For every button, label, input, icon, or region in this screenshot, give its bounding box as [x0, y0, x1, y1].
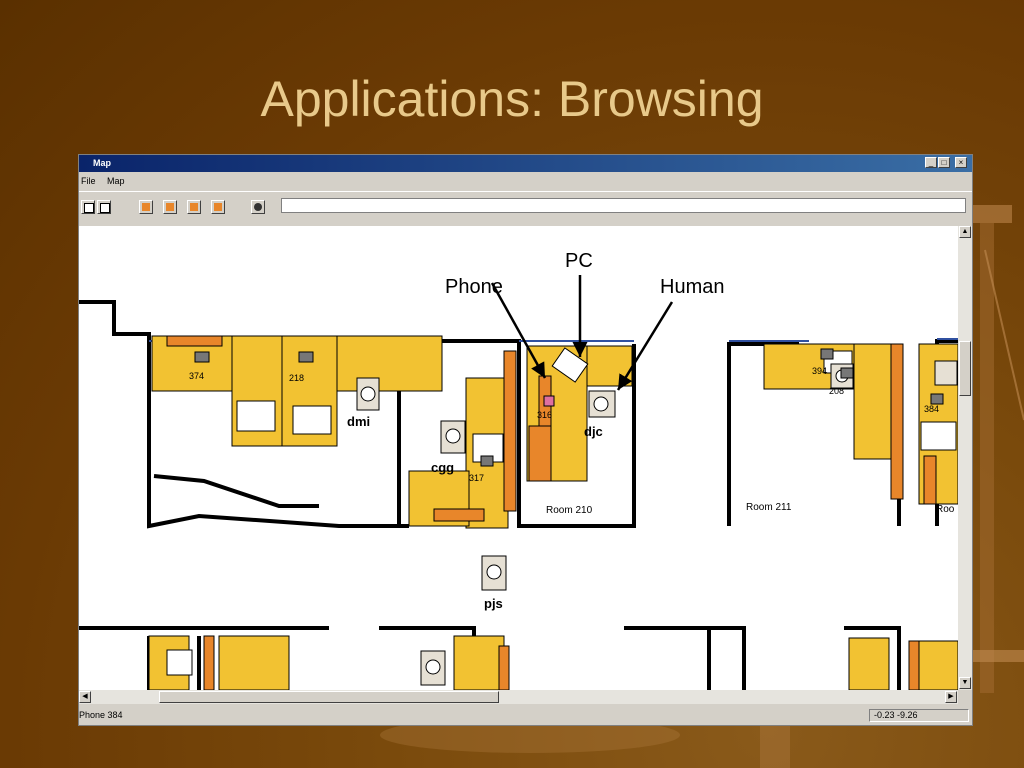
page-icon[interactable] — [81, 200, 95, 214]
scroll-right-icon[interactable]: ▶ — [945, 691, 957, 703]
room-label-partial: Roo — [936, 504, 955, 515]
map-window: Map _ □ × File Map — [78, 154, 973, 726]
desk-label-374: 374 — [189, 371, 204, 381]
desk-label-317: 317 — [469, 473, 484, 483]
toolbar — [79, 191, 972, 224]
scroll-down-icon[interactable]: ▼ — [959, 677, 971, 689]
desk-label-316: 316 — [537, 410, 552, 420]
floor-plan-map[interactable]: 374 218 316 317 394 208 384 dmi cgg djc … — [79, 226, 958, 690]
status-coordinates: -0.23 -9.26 — [869, 709, 969, 722]
folder-icon[interactable] — [139, 200, 153, 214]
vertical-scroll-thumb[interactable] — [959, 341, 971, 396]
window-title: Map — [93, 158, 111, 168]
folder-icon[interactable] — [187, 200, 201, 214]
blank-page-icon[interactable] — [97, 200, 111, 214]
horizontal-scrollbar[interactable]: ◀ ▶ — [79, 690, 958, 704]
phone-pink — [543, 395, 555, 407]
annotation-phone-label: Phone — [445, 276, 503, 298]
desk-label-218: 218 — [289, 373, 304, 383]
close-button[interactable]: × — [955, 157, 967, 168]
vertical-scrollbar[interactable]: ▲ ▼ — [958, 226, 972, 690]
horizontal-scroll-thumb[interactable] — [159, 691, 499, 703]
maximize-button[interactable]: □ — [938, 157, 950, 168]
desk-label-208: 208 — [829, 386, 844, 396]
room-label-211: Room 211 — [746, 502, 792, 513]
desk-label-394: 394 — [812, 366, 827, 376]
binoculars-icon[interactable] — [251, 200, 265, 214]
desk-label-384: 384 — [924, 404, 939, 414]
occupant-dmi: dmi — [347, 414, 370, 429]
folder-icon[interactable] — [211, 200, 225, 214]
annotation-human-label: Human — [660, 276, 725, 298]
arrow-human — [616, 301, 674, 391]
search-input[interactable] — [281, 198, 966, 213]
menu-map[interactable]: Map — [107, 176, 125, 186]
minimize-button[interactable]: _ — [925, 157, 937, 168]
occupant-cgg: cgg — [431, 460, 454, 475]
scroll-left-icon[interactable]: ◀ — [79, 691, 91, 703]
room-label-210: Room 210 — [546, 505, 593, 516]
window-titlebar[interactable]: Map _ □ × — [79, 155, 972, 172]
status-selection: Phone 384 — [79, 710, 123, 720]
status-bar: Phone 384 -0.23 -9.26 — [79, 707, 972, 725]
occupant-djc: djc — [584, 424, 603, 439]
scroll-up-icon[interactable]: ▲ — [959, 226, 971, 238]
menu-bar: File Map — [79, 173, 972, 189]
menu-file[interactable]: File — [81, 176, 96, 186]
annotation-pc-label: PC — [565, 250, 593, 272]
arrow-phone — [490, 282, 547, 379]
occupant-pjs: pjs — [484, 596, 503, 611]
floor-plan-svg: 374 218 316 317 394 208 384 dmi cgg djc … — [79, 300, 958, 690]
folder-icon[interactable] — [163, 200, 177, 214]
slide-title: Applications: Browsing — [260, 71, 764, 127]
